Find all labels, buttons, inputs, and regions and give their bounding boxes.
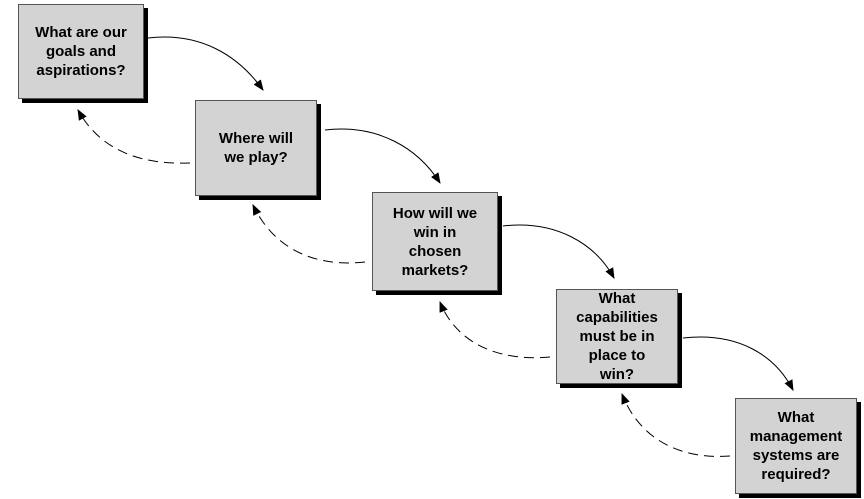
step-label-capabilities: What capabilities must be in place to wi… — [576, 290, 658, 383]
step-label-how-to-win: How will we win in chosen markets? — [392, 204, 478, 279]
feedback-arrow-3-2 — [252, 204, 366, 264]
step-label-management-systems: What management systems are required? — [749, 409, 843, 483]
forward-arrow-1-2 — [147, 36, 264, 91]
forward-arrow-4-5 — [682, 336, 794, 391]
step-label-goals: What are our goals and aspirations? — [35, 24, 127, 79]
step-box-where-to-play: Where will we play? — [195, 100, 317, 196]
feedback-arrow-5-4 — [621, 392, 731, 457]
step-box-management-systems: What management systems are required? — [735, 398, 857, 494]
forward-arrow-3-4 — [502, 224, 615, 279]
feedback-arrow-4-3 — [439, 300, 551, 359]
step-box-how-to-win: How will we win in chosen markets? — [372, 192, 498, 291]
step-box-capabilities: What capabilities must be in place to wi… — [556, 289, 678, 384]
step-label-where-to-play: Where will we play? — [218, 130, 294, 166]
step-box-goals: What are our goals and aspirations? — [18, 4, 144, 99]
feedback-arrow-2-1 — [77, 109, 191, 164]
forward-arrow-2-3 — [324, 128, 441, 184]
